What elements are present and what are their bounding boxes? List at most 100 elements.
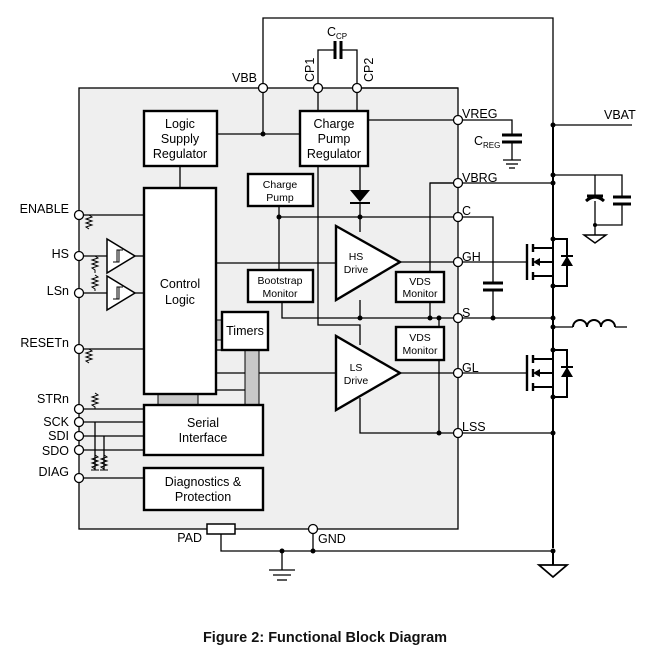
label-cp2: CP2: [362, 58, 376, 82]
pin-lss[interactable]: [452, 427, 464, 439]
label-strn: STRn: [37, 392, 69, 406]
svg-text:CCP: CCP: [327, 25, 347, 41]
vreg-wire: [458, 119, 513, 135]
label-gnd: GND: [318, 532, 346, 546]
pin-vbb[interactable]: [257, 82, 269, 94]
schmitt-buffer-lsn: [106, 274, 137, 312]
pin-enable[interactable]: [73, 209, 85, 221]
svg-text:Interface: Interface: [179, 431, 228, 445]
pin-resetn[interactable]: [73, 343, 85, 355]
pin-gnd[interactable]: [307, 523, 319, 535]
svg-text:Drive: Drive: [344, 264, 369, 276]
pad-pin[interactable]: [206, 523, 236, 535]
label-resetn: RESETn: [20, 336, 69, 350]
svg-text:Diagnostics &: Diagnostics &: [165, 475, 242, 489]
ground-wiring: [220, 529, 570, 581]
label-hs: HS: [52, 247, 69, 261]
svg-text:Drive: Drive: [344, 375, 369, 387]
pin-labels: VBB CP1 CP2 VREG VBRG C GH S GL LSS ENAB…: [20, 58, 498, 546]
timers: Timers: [220, 310, 270, 352]
ccp-sub: CP: [336, 32, 347, 41]
label-gl: GL: [462, 361, 479, 375]
control-serial-bus: [157, 393, 199, 406]
internal-wiring: [79, 87, 458, 479]
svg-text:Pump: Pump: [266, 192, 294, 204]
svg-text:LS: LS: [350, 362, 363, 374]
vds-monitor-high: VDS Monitor: [394, 270, 446, 304]
vds-monitor-low: VDS Monitor: [394, 325, 446, 362]
label-gh: GH: [462, 250, 481, 264]
label-vbb: VBB: [232, 71, 257, 85]
pin-strn[interactable]: [73, 403, 85, 415]
pin-cp1[interactable]: [312, 82, 324, 94]
svg-text:CREG: CREG: [474, 134, 500, 150]
output-inductor: [550, 319, 627, 330]
pin-sdo[interactable]: [73, 444, 85, 456]
svg-text:HS: HS: [349, 251, 364, 263]
pin-cp2[interactable]: [351, 82, 363, 94]
svg-text:Monitor: Monitor: [402, 345, 438, 357]
svg-text:Protection: Protection: [175, 490, 231, 504]
pin-markers: [73, 82, 464, 535]
label-sdo: SDO: [42, 444, 69, 458]
bulk-capacitors: [550, 172, 631, 244]
pin-s[interactable]: [452, 312, 464, 324]
control-logic: Control Logic: [142, 186, 218, 396]
svg-text:Bootstrap: Bootstrap: [258, 275, 303, 287]
pin-gh[interactable]: [452, 256, 464, 268]
creg-sub: REG: [483, 141, 500, 150]
label-enable: ENABLE: [20, 202, 69, 216]
bootstrap-monitor: Bootstrap Monitor: [246, 268, 315, 304]
svg-text:Control: Control: [160, 277, 200, 291]
label-c: C: [462, 204, 471, 218]
svg-text:VDS: VDS: [409, 332, 431, 344]
serial-interface: Serial Interface: [142, 403, 265, 457]
ccp-capacitor: CCP: [317, 25, 358, 88]
svg-text:Supply: Supply: [161, 132, 200, 146]
svg-text:Regulator: Regulator: [307, 147, 361, 161]
bootstrap-cap-wire: [458, 216, 494, 283]
pin-lsn[interactable]: [73, 287, 85, 299]
charge-pump: Charge Pump: [246, 172, 315, 208]
chip-body: [78, 87, 459, 530]
label-diag: DIAG: [38, 465, 69, 479]
pin-diag[interactable]: [73, 472, 85, 484]
svg-text:Regulator: Regulator: [153, 147, 207, 161]
svg-text:Timers: Timers: [226, 324, 264, 338]
pin-vbrg[interactable]: [452, 177, 464, 189]
timers-serial-bus: [244, 349, 260, 406]
label-pad: PAD: [177, 531, 202, 545]
pin-gl[interactable]: [452, 367, 464, 379]
svg-text:Charge: Charge: [263, 179, 298, 191]
svg-text:Logic: Logic: [165, 293, 195, 307]
svg-text:Monitor: Monitor: [402, 288, 438, 300]
ccp-label: C: [327, 25, 336, 39]
pull-resistors: [84, 214, 109, 471]
svg-text:Logic: Logic: [165, 117, 195, 131]
ls-drive: LS Drive: [334, 333, 403, 413]
label-vreg: VREG: [462, 107, 497, 121]
logic-supply-regulator: Logic Supply Regulator: [142, 109, 219, 168]
label-sdi: SDI: [48, 429, 69, 443]
svg-text:VDS: VDS: [409, 276, 431, 288]
diagnostics-protection: Diagnostics & Protection: [142, 466, 265, 512]
label-lsn: LSn: [47, 284, 69, 298]
pin-sdi[interactable]: [73, 430, 85, 442]
label-s: S: [462, 306, 470, 320]
vbb-external-wire: [262, 17, 554, 548]
label-vbrg: VBRG: [462, 171, 497, 185]
pin-sck[interactable]: [73, 416, 85, 428]
pin-c[interactable]: [452, 211, 464, 223]
creg-capacitor: CREG: [474, 133, 522, 169]
pin-vreg[interactable]: [452, 114, 464, 126]
charge-pump-regulator: Charge Pump Regulator: [298, 109, 370, 168]
svg-text:Serial: Serial: [187, 416, 219, 430]
label-lss: LSS: [462, 420, 486, 434]
creg-label: C: [474, 134, 483, 148]
low-side-mosfet: [525, 347, 573, 400]
high-side-mosfet: [525, 236, 573, 289]
label-sck: SCK: [43, 415, 69, 429]
pin-hs[interactable]: [73, 250, 85, 262]
figure-caption: Figure 2: Functional Block Diagram: [203, 630, 447, 646]
